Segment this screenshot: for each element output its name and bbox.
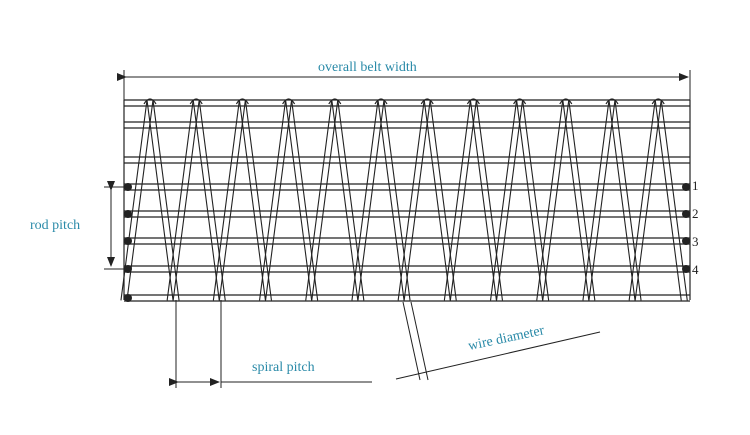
spiral-wire [166, 99, 194, 301]
rod-end-dot-left [124, 210, 132, 218]
spiral-apex [651, 98, 665, 105]
spiral-apex [420, 98, 434, 105]
spiral-wire [192, 99, 220, 301]
rod-end-dot-right [682, 265, 690, 273]
spiral-wire [608, 99, 636, 301]
spiral-wire [311, 99, 339, 301]
rod-end-dot-right [682, 237, 690, 245]
spiral-apex [235, 98, 249, 105]
spiral-wire [469, 99, 497, 301]
spiral-wire [449, 99, 477, 301]
spiral-wire [582, 99, 610, 301]
wire-diameter-extension-a [402, 301, 421, 381]
spiral-wire [351, 99, 379, 301]
spiral-wire [126, 99, 154, 301]
rod-end-dot-right [682, 183, 690, 191]
dimension-lines [104, 70, 691, 388]
rod-pitch-label: rod pitch [30, 218, 81, 233]
spiral-wire [423, 99, 451, 301]
rod-number-2: 2 [692, 206, 699, 221]
wire-diameter-extension-b [410, 301, 429, 381]
spiral-wire [285, 99, 313, 301]
spiral-wire [588, 99, 616, 301]
spiral-wire [568, 99, 596, 301]
spiral-wire [265, 99, 293, 301]
spiral-wire [614, 99, 642, 301]
belt-spirals [120, 98, 691, 301]
spiral-apex [282, 98, 296, 105]
spiral-wire [238, 99, 266, 301]
spiral-wire [522, 99, 550, 301]
spiral-wire [172, 99, 200, 301]
rod-number-4: 4 [692, 262, 699, 277]
spiral-wire [634, 99, 662, 301]
rod-end-dot-left [124, 265, 132, 273]
spiral-wire [259, 99, 287, 301]
rod-end-dot-left [124, 294, 132, 302]
spiral-wire [305, 99, 333, 301]
spiral-wire [542, 99, 570, 301]
spiral-wire [212, 99, 240, 301]
spiral-apex [559, 98, 573, 105]
rod-end-dots [124, 183, 690, 302]
spiral-wire [331, 99, 359, 301]
spiral-wire [337, 99, 365, 301]
spiral-wire [628, 99, 656, 301]
overall-belt-width-label: overall belt width [318, 60, 417, 75]
spiral-wire [291, 99, 319, 301]
spiral-apex [374, 98, 388, 105]
spiral-wire [198, 99, 226, 301]
spiral-wire [516, 99, 544, 301]
spiral-wire [654, 99, 682, 301]
spiral-apex [605, 98, 619, 105]
spiral-wire [397, 99, 425, 301]
spiral-apex [189, 98, 203, 105]
spiral-apex [143, 98, 157, 105]
spiral-wire [443, 99, 471, 301]
spiral-wire [357, 99, 385, 301]
spiral-wire [429, 99, 457, 301]
spiral-wire [146, 99, 174, 301]
spiral-wire [496, 99, 524, 301]
spiral-wire [383, 99, 411, 301]
spiral-wire [536, 99, 564, 301]
spiral-apex [466, 98, 480, 105]
spiral-wire [377, 99, 405, 301]
spiral-wire [218, 99, 246, 301]
spiral-wire [403, 99, 431, 301]
spiral-wire [490, 99, 518, 301]
spiral-apex [328, 98, 342, 105]
spiral-wire [562, 99, 590, 301]
rod-number-1: 1 [692, 178, 699, 193]
rod-end-dot-left [124, 183, 132, 191]
spiral-wire [475, 99, 503, 301]
spiral-wire [152, 99, 180, 301]
spiral-pitch-label: spiral pitch [252, 360, 315, 375]
spiral-apex [513, 98, 527, 105]
rod-end-dot-right [682, 210, 690, 218]
rod-end-dot-left [124, 237, 132, 245]
wire-diameter-leader [395, 331, 601, 380]
spiral-wire [244, 99, 272, 301]
rod-number-3: 3 [692, 234, 699, 249]
